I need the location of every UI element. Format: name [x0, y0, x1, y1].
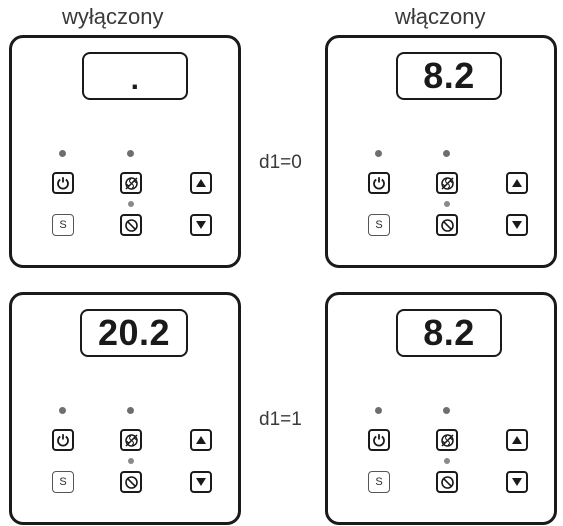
stop-button[interactable] — [120, 471, 142, 493]
power-icon — [373, 177, 385, 190]
prohibit-icon — [124, 218, 138, 232]
display-value: 20.2 — [97, 312, 171, 353]
controller-panel-off-d1-0: . S — [9, 35, 241, 268]
row-label-d1-0: d1=0 — [259, 152, 302, 173]
display-value: 8.2 — [423, 55, 475, 96]
prohibit-icon — [124, 475, 138, 489]
no-fan-icon — [124, 176, 138, 190]
fan-led — [443, 150, 450, 157]
s-button[interactable]: S — [52, 471, 74, 493]
display: 8.2 — [396, 309, 502, 357]
s-button[interactable]: S — [52, 214, 74, 236]
prohibit-icon — [440, 218, 454, 232]
row-label-d1-1: d1=1 — [259, 409, 302, 430]
power-led — [59, 150, 66, 157]
fan-led — [443, 407, 450, 414]
display: 20.2 — [80, 309, 188, 357]
power-button[interactable] — [368, 172, 390, 194]
s-button-label: S — [59, 475, 67, 488]
mode-led — [128, 201, 134, 207]
column-title-on: włączony — [395, 4, 486, 29]
column-title-off: wyłączony — [62, 4, 164, 29]
mode-led — [444, 458, 450, 464]
controller-panel-on-d1-0: 8.2 S — [325, 35, 557, 268]
up-button[interactable] — [506, 429, 528, 451]
display: . — [82, 52, 188, 100]
s-button-label: S — [375, 218, 383, 231]
s-button-label: S — [59, 218, 67, 231]
fan-off-button[interactable] — [436, 172, 458, 194]
up-arrow-icon — [512, 436, 522, 444]
power-icon — [373, 434, 385, 447]
down-button[interactable] — [190, 214, 212, 236]
fan-led — [127, 407, 134, 414]
up-button[interactable] — [190, 429, 212, 451]
controller-panel-off-d1-1: 20.2 S — [9, 292, 241, 525]
up-button[interactable] — [506, 172, 528, 194]
stop-button[interactable] — [436, 471, 458, 493]
no-fan-icon — [124, 433, 138, 447]
fan-off-button[interactable] — [120, 172, 142, 194]
fan-off-button[interactable] — [120, 429, 142, 451]
display-value: . — [130, 63, 140, 96]
controller-panel-on-d1-1: 8.2 S — [325, 292, 557, 525]
up-arrow-icon — [512, 179, 522, 187]
down-arrow-icon — [512, 221, 522, 229]
no-fan-icon — [440, 433, 454, 447]
s-button-label: S — [375, 475, 383, 488]
mode-led — [128, 458, 134, 464]
stop-button[interactable] — [120, 214, 142, 236]
power-icon — [57, 434, 69, 447]
down-button[interactable] — [506, 214, 528, 236]
up-arrow-icon — [196, 179, 206, 187]
fan-led — [127, 150, 134, 157]
power-button[interactable] — [368, 429, 390, 451]
down-arrow-icon — [512, 478, 522, 486]
down-button[interactable] — [506, 471, 528, 493]
mode-led — [444, 201, 450, 207]
power-button[interactable] — [52, 429, 74, 451]
down-arrow-icon — [196, 478, 206, 486]
s-button[interactable]: S — [368, 471, 390, 493]
up-button[interactable] — [190, 172, 212, 194]
power-led — [59, 407, 66, 414]
prohibit-icon — [440, 475, 454, 489]
display-value: 8.2 — [423, 312, 475, 353]
no-fan-icon — [440, 176, 454, 190]
stop-button[interactable] — [436, 214, 458, 236]
down-arrow-icon — [196, 221, 206, 229]
power-led — [375, 150, 382, 157]
fan-off-button[interactable] — [436, 429, 458, 451]
display: 8.2 — [396, 52, 502, 100]
power-button[interactable] — [52, 172, 74, 194]
power-led — [375, 407, 382, 414]
down-button[interactable] — [190, 471, 212, 493]
up-arrow-icon — [196, 436, 206, 444]
s-button[interactable]: S — [368, 214, 390, 236]
power-icon — [57, 177, 69, 190]
